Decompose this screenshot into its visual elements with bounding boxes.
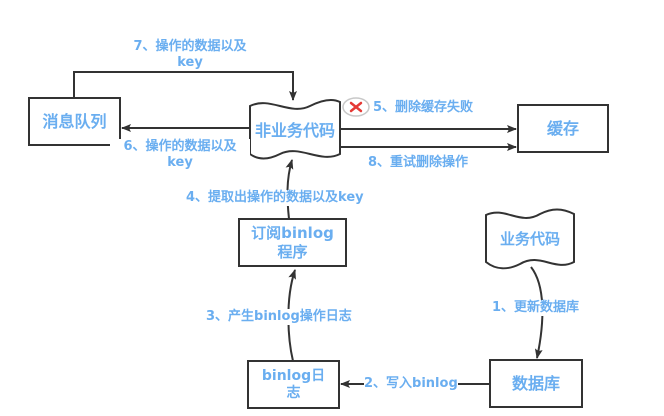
non-business-code-node[interactable] xyxy=(249,98,341,160)
subscriber-node[interactable] xyxy=(238,218,347,267)
step6-label-line2: key xyxy=(167,155,193,170)
message-queue-node[interactable] xyxy=(28,97,121,146)
message-queue-label: 消息队列 xyxy=(42,112,107,131)
step1-label: 1、更新数据库 xyxy=(492,300,580,316)
edge-step7 xyxy=(73,71,297,101)
step3-label: 3、产生binlog操作日志 xyxy=(206,309,352,325)
error-x-icon xyxy=(342,97,370,117)
binlog-label: binlog日 志 xyxy=(248,361,339,408)
non-business-code-label: 非业务代码 xyxy=(254,120,335,140)
step6-label-line1: 6、操作的数据以及 xyxy=(123,139,237,154)
step7-label-line1: 7、操作的数据以及 xyxy=(133,39,247,54)
step4-label: 4、提取出操作的数据以及key xyxy=(186,190,364,206)
database-node[interactable] xyxy=(489,359,583,408)
step7-label-line2: key xyxy=(177,55,203,70)
cache-node[interactable] xyxy=(517,104,609,153)
subscriber-label-line2: 程序 xyxy=(277,242,308,261)
business-code-node[interactable] xyxy=(485,208,575,270)
binlog-label-line1: binlog日 xyxy=(261,367,326,384)
edge-step4 xyxy=(285,159,294,220)
step2-label: 2、写入binlog xyxy=(364,376,458,392)
binlog-node[interactable] xyxy=(247,360,340,409)
step5-label: 5、删除缓存失败 xyxy=(373,100,474,115)
business-code-label: 业务代码 xyxy=(499,229,560,248)
step6-label: 6、操作的数据以及 key xyxy=(110,139,250,171)
step7-label: 7、操作的数据以及 key xyxy=(120,39,260,71)
database-label: 数据库 xyxy=(511,374,560,393)
cache-label: 缓存 xyxy=(546,119,579,138)
subscriber-label: 订阅binlog 程序 xyxy=(239,219,346,266)
step8-label: 8、重试删除操作 xyxy=(368,155,469,170)
binlog-label-line2: 志 xyxy=(286,384,301,401)
subscriber-label-line1: 订阅binlog xyxy=(251,223,334,242)
